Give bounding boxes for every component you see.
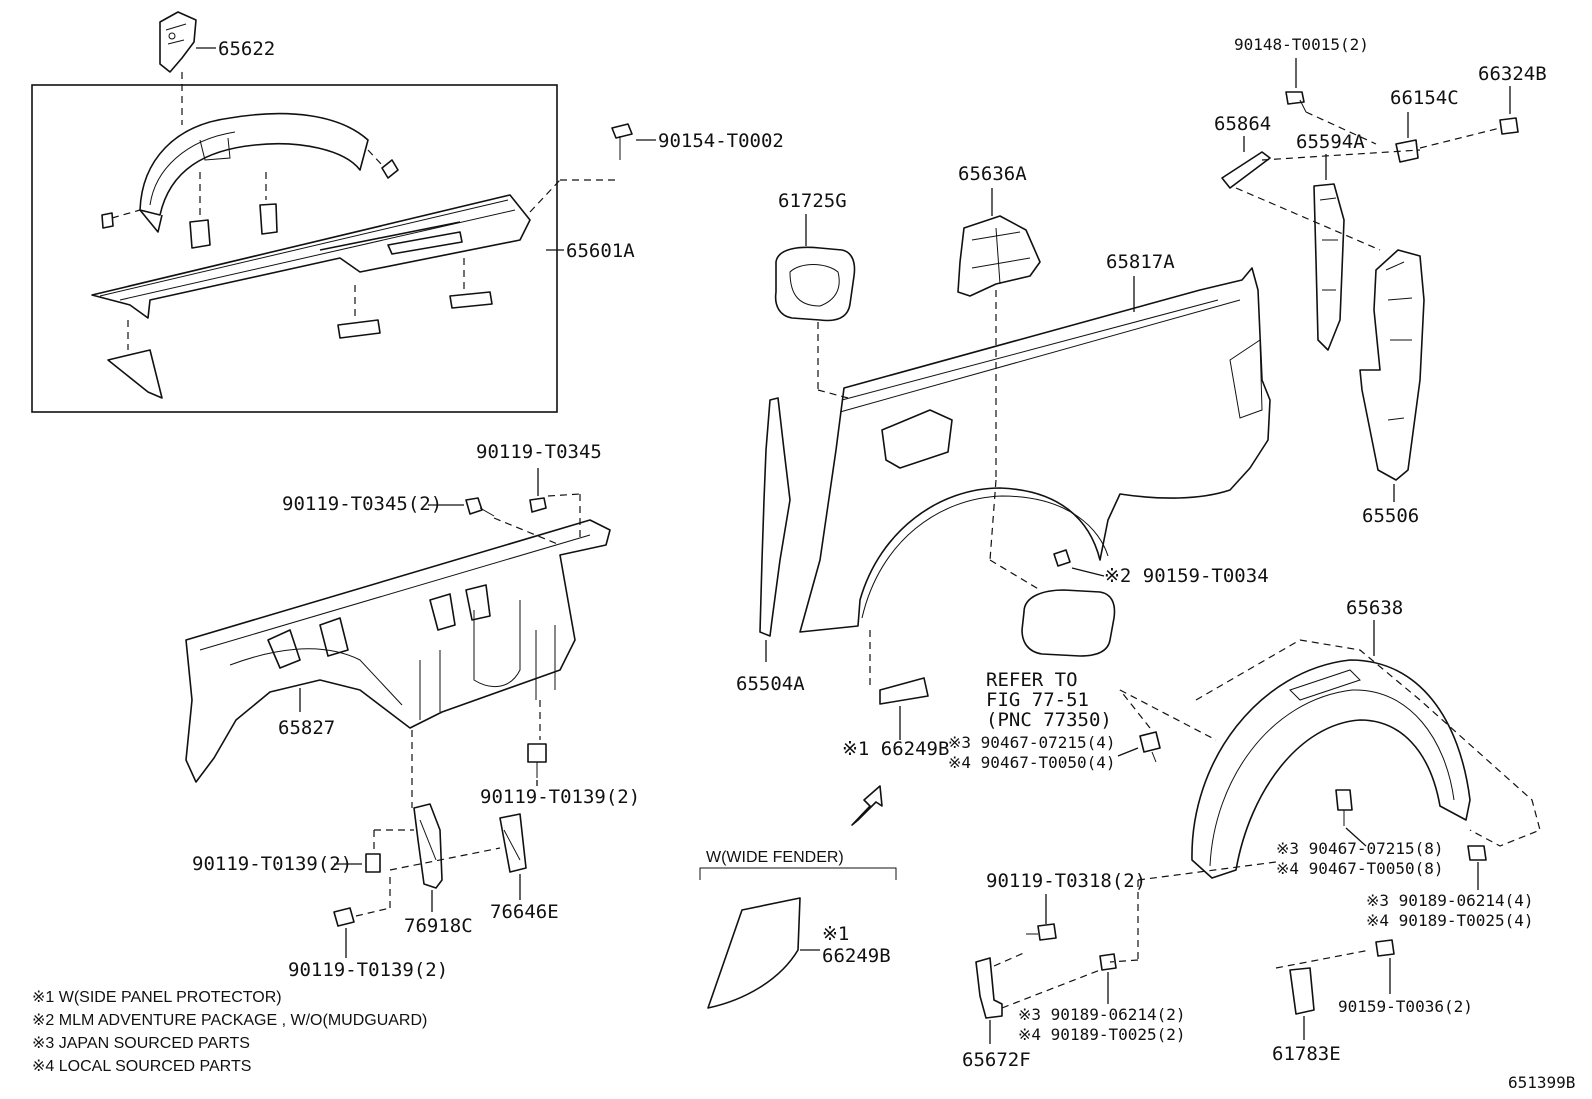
- label-61725G: 61725G: [778, 190, 847, 212]
- figure-id: 651399B: [1508, 1073, 1575, 1092]
- label-65506: 65506: [1362, 505, 1419, 527]
- wide-fender-title: W(WIDE FENDER): [706, 849, 844, 866]
- footnote-3: ※3 JAPAN SOURCED PARTS: [32, 1035, 250, 1052]
- part-65817A-drawing: [799, 267, 1271, 633]
- label-66249B: ※1 66249B: [842, 738, 949, 760]
- label-90119-T0139-left: 90119-T0139(2): [192, 853, 352, 875]
- wide-fender-part: 66249B: [822, 945, 891, 967]
- wide-fender-mark: ※1: [822, 923, 849, 945]
- label-66324B: 66324B: [1478, 63, 1547, 85]
- label-65672F: 65672F: [962, 1049, 1031, 1071]
- label-90159-T0036: 90159-T0036(2): [1338, 997, 1473, 1016]
- label-90189-06214-2: ※3 90189-06214(2): [1018, 1005, 1186, 1024]
- label-65817A: 65817A: [1106, 251, 1175, 273]
- label-76646E: 76646E: [490, 901, 559, 923]
- label-90467-07215-8: ※3 90467-07215(8): [1276, 839, 1444, 858]
- label-90154-T0002: 90154-T0002: [658, 130, 784, 152]
- part-65506-drawing: [1359, 249, 1425, 481]
- part-65594A-drawing: [1313, 183, 1345, 351]
- part-fuel-lid-drawing: [1021, 589, 1116, 657]
- label-90189-T0025-4: ※4 90189-T0025(4): [1366, 911, 1534, 930]
- label-90119-T0345: 90119-T0345: [476, 441, 602, 463]
- label-65504A: 65504A: [736, 673, 805, 695]
- footnote-4: ※4 LOCAL SOURCED PARTS: [32, 1058, 251, 1075]
- label-90189-T0025-2: ※4 90189-T0025(2): [1018, 1025, 1186, 1044]
- label-90119-T0318: 90119-T0318(2): [986, 870, 1146, 892]
- label-90119-T0139-bottom: 90119-T0139(2): [288, 959, 448, 981]
- part-deck-rail-drawing: [91, 194, 531, 319]
- label-66154C: 66154C: [1390, 87, 1459, 109]
- part-65827-drawing: [185, 519, 611, 783]
- part-65636A-drawing: [957, 215, 1041, 297]
- label-65594A: 65594A: [1296, 131, 1365, 153]
- arrow-indicator: [851, 785, 883, 826]
- assembly-frame-65601A: [31, 84, 558, 413]
- part-65638-drawing: [1191, 639, 1541, 879]
- label-65622: 65622: [218, 38, 275, 60]
- label-65636A: 65636A: [958, 163, 1027, 185]
- label-90467-T0050-8: ※4 90467-T0050(8): [1276, 859, 1444, 878]
- label-65864: 65864: [1214, 113, 1271, 135]
- label-90119-T0139-right: 90119-T0139(2): [480, 786, 640, 808]
- footnotes: ※1 W(SIDE PANEL PROTECTOR) ※2 MLM ADVENT…: [32, 989, 427, 1075]
- label-65827: 65827: [278, 717, 335, 739]
- label-90119-T0345-2: 90119-T0345(2): [282, 493, 442, 515]
- label-65638: 65638: [1346, 597, 1403, 619]
- part-65622-drawing: [159, 11, 197, 73]
- part-65672F-drawing: [975, 957, 1003, 1019]
- label-90467-07215-4: ※3 90467-07215(4): [948, 733, 1116, 752]
- part-65504A-drawing: [759, 397, 791, 637]
- refer-line-1: REFER TO: [986, 669, 1078, 691]
- label-90159-T0034: ※2 90159-T0034: [1104, 565, 1269, 587]
- label-90467-T0050-4: ※4 90467-T0050(4): [948, 753, 1116, 772]
- wide-fender-callout: W(WIDE FENDER) ※1 66249B: [699, 849, 897, 1009]
- part-wheelhouse-upper-drawing: [139, 112, 399, 233]
- footnote-2: ※2 MLM ADVENTURE PACKAGE , W/O(MUDGUARD): [32, 1012, 427, 1029]
- label-65601A: 65601A: [566, 240, 635, 262]
- label-61783E: 61783E: [1272, 1043, 1341, 1065]
- label-90148-T0015: 90148-T0015(2): [1234, 35, 1369, 54]
- part-76918C-drawing: [413, 803, 443, 889]
- part-61725G-drawing: [774, 246, 856, 322]
- part-61783E-drawing: [1289, 967, 1315, 1015]
- refer-line-3: (PNC 77350): [986, 709, 1112, 731]
- label-90189-06214-4: ※3 90189-06214(4): [1366, 891, 1534, 910]
- part-76646E-drawing: [499, 813, 527, 873]
- footnote-1: ※1 W(SIDE PANEL PROTECTOR): [32, 989, 282, 1006]
- refer-line-2: FIG 77-51: [986, 689, 1089, 711]
- label-76918C: 76918C: [404, 915, 473, 937]
